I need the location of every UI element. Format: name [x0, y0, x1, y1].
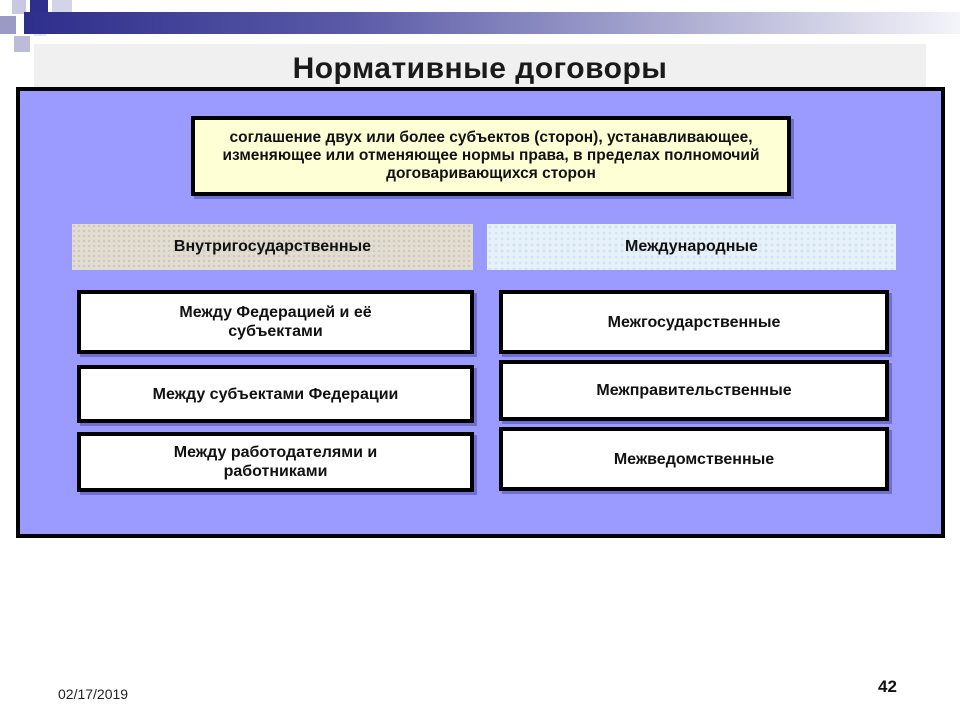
- domestic-item-label: Между субъектами Федерации: [152, 385, 399, 403]
- category-international-label: Международные: [625, 238, 758, 255]
- slide-title: Нормативные договоры: [292, 52, 668, 85]
- domestic-item-employers-employees: Между работодателями и работниками: [77, 432, 474, 492]
- domestic-item-federation-subjects: Между Федерацией и её субъектами: [77, 290, 474, 354]
- international-item-label: Межведомственные: [613, 450, 775, 468]
- category-domestic: Внутригосударственные: [72, 224, 473, 270]
- definition-text: соглашение двух или более субъектов (сто…: [222, 129, 760, 182]
- domestic-item-label: Между Федерацией и её субъектами: [179, 304, 372, 340]
- page-number: 42: [878, 677, 897, 696]
- category-domestic-label: Внутригосударственные: [173, 238, 372, 255]
- category-international: Международные: [487, 224, 896, 270]
- header-gradient-bar: [24, 12, 960, 34]
- definition-box: соглашение двух или более субъектов (сто…: [191, 116, 791, 196]
- international-item-interdepartmental: Межведомственные: [499, 427, 889, 491]
- international-item-interstate: Межгосударственные: [499, 290, 889, 354]
- footer-date: 02/17/2019: [58, 686, 129, 702]
- international-item-intergovernmental: Межправительственные: [499, 360, 889, 421]
- international-item-label: Межгосударственные: [607, 313, 781, 331]
- domestic-item-between-subjects: Между субъектами Федерации: [77, 365, 474, 423]
- domestic-item-label: Между работодателями и работниками: [173, 444, 378, 480]
- international-item-label: Межправительственные: [596, 382, 792, 399]
